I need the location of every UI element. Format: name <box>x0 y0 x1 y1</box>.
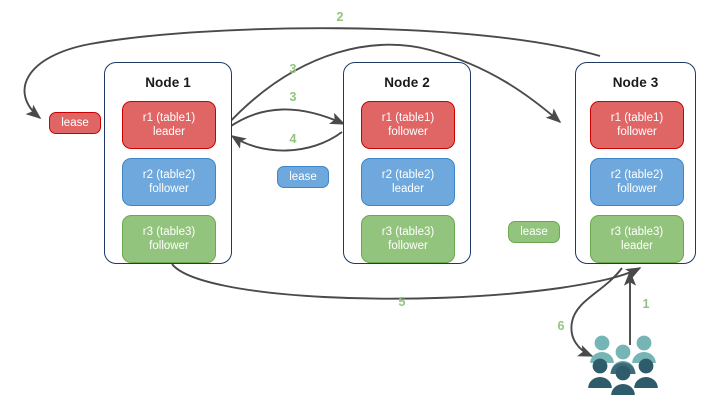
node-box-node2[interactable]: Node 2 r1 (table1) follower r2 (table2) … <box>343 62 471 264</box>
node-box-node3[interactable]: Node 3 r1 (table1) follower r2 (table2) … <box>575 62 696 264</box>
edge-step-3-to-node2 <box>227 108 346 129</box>
users-group-icon <box>588 335 658 395</box>
node3-replica-r1[interactable]: r1 (table1) follower <box>590 101 684 149</box>
node1-replica-r1-role: leader <box>153 126 185 138</box>
lease-chip-table2-label: lease <box>289 171 317 183</box>
node1-replica-r2[interactable]: r2 (table2) follower <box>122 158 216 206</box>
node3-replica-r1-role: follower <box>617 126 657 138</box>
node2-replica-r2[interactable]: r2 (table2) leader <box>361 158 455 206</box>
node2-replica-r3-role: follower <box>388 240 428 252</box>
node1-replica-r2-name: r2 (table2) <box>142 168 196 181</box>
step-label-2: 2 <box>336 10 344 24</box>
node2-replica-r1-name: r1 (table1) <box>381 111 435 124</box>
node3-replica-r3-role: leader <box>621 240 653 252</box>
node3-title: Node 3 <box>612 75 659 90</box>
step-label-3-lower: 3 <box>289 90 297 104</box>
node2-title: Node 2 <box>384 75 430 90</box>
node1-replica-r3-name: r3 (table3) <box>142 225 196 238</box>
node1-replica-r3[interactable]: r3 (table3) follower <box>122 215 216 263</box>
node1-title: Node 1 <box>145 75 191 90</box>
step-label-4: 4 <box>289 132 297 146</box>
node2-replica-r1-role: follower <box>388 126 428 138</box>
node3-replica-r1-name: r1 (table1) <box>610 111 664 124</box>
lease-chip-table1[interactable]: lease <box>49 112 101 134</box>
node2-replica-r1[interactable]: r1 (table1) follower <box>361 101 455 149</box>
edge-step-5 <box>171 263 642 300</box>
node3-replica-r2-name: r2 (table2) <box>610 168 664 181</box>
node3-replica-r2-role: follower <box>617 183 657 195</box>
node2-replica-r2-name: r2 (table2) <box>381 168 435 181</box>
step-label-1: 1 <box>642 297 650 311</box>
node3-replica-r3[interactable]: r3 (table3) leader <box>590 215 684 263</box>
step-label-3-upper: 3 <box>289 62 297 76</box>
lease-chip-table2[interactable]: lease <box>277 166 329 188</box>
node1-replica-r1[interactable]: r1 (table1) leader <box>122 101 216 149</box>
lease-chip-table1-label: lease <box>61 117 89 129</box>
node3-replica-r3-name: r3 (table3) <box>610 225 664 238</box>
node-box-node1[interactable]: Node 1 r1 (table1) leader r2 (table2) fo… <box>104 62 232 264</box>
node3-replica-r2[interactable]: r2 (table2) follower <box>590 158 684 206</box>
step-label-5: 5 <box>398 295 406 309</box>
node1-replica-r3-role: follower <box>149 240 189 252</box>
node2-replica-r3[interactable]: r3 (table3) follower <box>361 215 455 263</box>
node2-replica-r2-role: leader <box>392 183 424 195</box>
node2-replica-r3-name: r3 (table3) <box>381 225 435 238</box>
lease-chip-table3-label: lease <box>520 226 548 238</box>
lease-chip-table3[interactable]: lease <box>508 221 560 243</box>
node1-replica-r2-role: follower <box>149 183 189 195</box>
node1-replica-r1-name: r1 (table1) <box>142 111 196 124</box>
step-label-6: 6 <box>557 319 565 333</box>
